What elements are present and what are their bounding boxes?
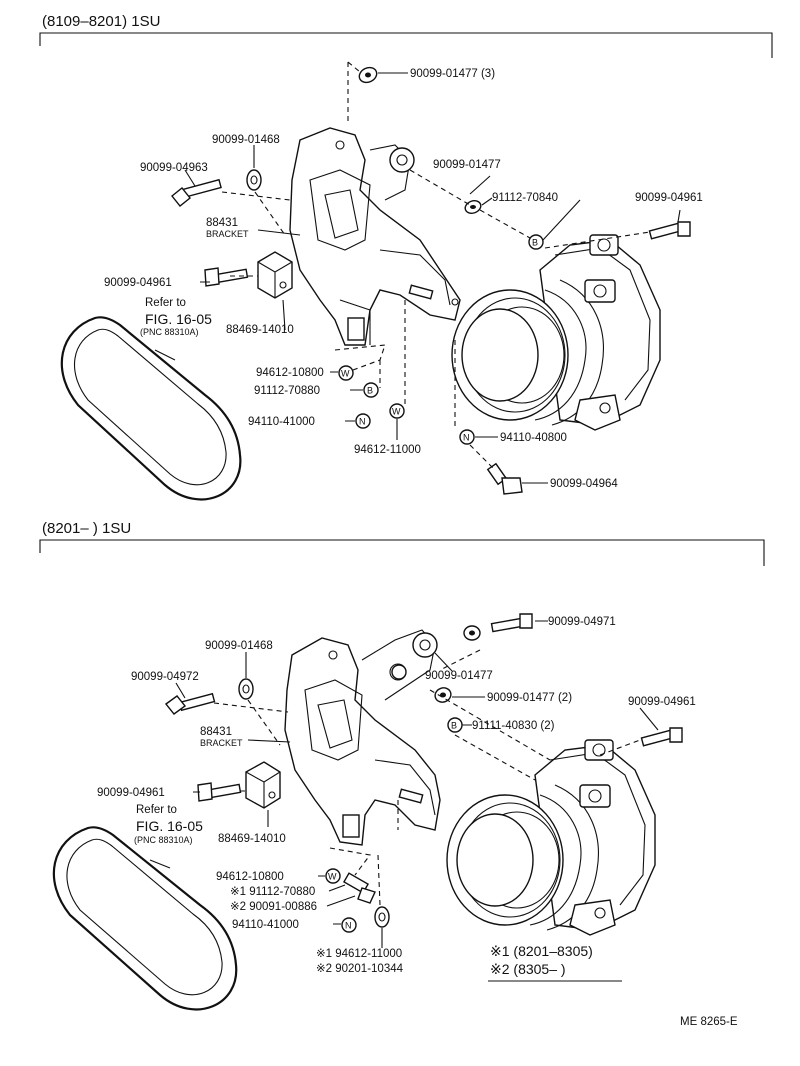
labels-1: 90099-01477 (3) 90099-01468 90099-04963 … bbox=[104, 68, 703, 490]
svg-text:94612-10800: 94612-10800 bbox=[216, 871, 284, 883]
svg-text:90099-01468: 90099-01468 bbox=[212, 134, 280, 146]
section-1-bracket-line bbox=[39, 32, 773, 58]
svg-text:90099-04961: 90099-04961 bbox=[97, 787, 165, 799]
v-belt-2 bbox=[52, 826, 238, 1011]
marker-n2-1: N bbox=[459, 429, 475, 445]
section-1-header: (8109–8201) 1SU bbox=[42, 13, 160, 30]
spacer-88469-2 bbox=[245, 761, 281, 809]
section-1: (8109–8201) 1SU bbox=[39, 13, 773, 501]
svg-text:88431: 88431 bbox=[206, 217, 238, 229]
leaders-1 bbox=[154, 72, 681, 484]
svg-text:※2 90201-10344: ※2 90201-10344 bbox=[316, 963, 404, 975]
bracket-88431-2 bbox=[284, 629, 441, 846]
section-2: (8201– ) 1SU bbox=[39, 520, 765, 1011]
svg-text:90099-04961: 90099-04961 bbox=[104, 277, 172, 289]
svg-text:91112-70880: 91112-70880 bbox=[254, 385, 320, 397]
washer-01468-2 bbox=[238, 678, 254, 700]
marker-b-upper-2: B bbox=[447, 717, 463, 733]
section-2-header: (8201– ) 1SU bbox=[42, 520, 131, 537]
svg-text:(PNC 88310A): (PNC 88310A) bbox=[140, 327, 199, 337]
marker-w2-1: W bbox=[389, 403, 405, 419]
svg-text:(PNC 88310A): (PNC 88310A) bbox=[134, 835, 193, 845]
svg-text:90099-01477: 90099-01477 bbox=[433, 159, 501, 171]
bolt-04961-left-2 bbox=[197, 782, 242, 802]
bolt-70880-2 bbox=[343, 872, 376, 904]
svg-text:N: N bbox=[345, 921, 352, 931]
washer-top-1 bbox=[358, 66, 378, 84]
svg-text:94612-11000: 94612-11000 bbox=[354, 444, 421, 456]
compressor-1 bbox=[451, 234, 661, 431]
svg-text:W: W bbox=[328, 872, 337, 882]
svg-text:94110-41000: 94110-41000 bbox=[232, 919, 299, 931]
svg-text:88469-14010: 88469-14010 bbox=[226, 324, 294, 336]
notes: ※1 (8201–8305) ※2 (8305– ) bbox=[488, 943, 622, 982]
svg-text:W: W bbox=[341, 369, 350, 379]
marker-n-2: N bbox=[341, 917, 357, 933]
bolt-04964-1 bbox=[486, 462, 523, 495]
svg-text:88469-14010: 88469-14010 bbox=[218, 833, 286, 845]
bracket-88431-1 bbox=[289, 127, 461, 346]
svg-text:90099-01477 (3): 90099-01477 (3) bbox=[410, 68, 495, 80]
leaders-2 bbox=[149, 620, 659, 948]
svg-text:FIG. 16-05: FIG. 16-05 bbox=[136, 818, 203, 834]
bolt-04961-right-1 bbox=[648, 221, 691, 240]
washer-01477-1 bbox=[464, 200, 482, 214]
v-belt-1 bbox=[60, 316, 242, 501]
section-2-bracket-line bbox=[39, 539, 765, 566]
washer-01468-1 bbox=[246, 169, 262, 191]
svg-text:B: B bbox=[532, 238, 538, 248]
svg-text:90099-01468: 90099-01468 bbox=[205, 640, 273, 652]
guides-1 bbox=[221, 61, 651, 471]
bolt-04972-2 bbox=[164, 692, 216, 715]
svg-text:N: N bbox=[463, 433, 470, 443]
svg-text:91112-70840: 91112-70840 bbox=[492, 192, 558, 204]
svg-text:90099-04961: 90099-04961 bbox=[635, 192, 703, 204]
svg-text:90099-04961: 90099-04961 bbox=[628, 696, 696, 708]
svg-text:90099-04963: 90099-04963 bbox=[140, 162, 208, 174]
guides-2 bbox=[213, 649, 641, 906]
washer-top-2 bbox=[463, 625, 481, 641]
marker-w-2: W bbox=[325, 868, 341, 884]
bolt-04961-left-1 bbox=[204, 267, 249, 287]
svg-text:FIG. 16-05: FIG. 16-05 bbox=[145, 311, 212, 327]
svg-text:N: N bbox=[359, 417, 366, 427]
svg-text:90099-01477: 90099-01477 bbox=[425, 670, 493, 682]
svg-text:88431: 88431 bbox=[200, 726, 232, 738]
note-1: ※1 (8201–8305) bbox=[490, 943, 593, 959]
svg-text:90099-04971: 90099-04971 bbox=[548, 616, 616, 628]
washer-11000-2 bbox=[374, 906, 390, 928]
compressor-2 bbox=[446, 739, 656, 936]
svg-text:BRACKET: BRACKET bbox=[206, 229, 249, 239]
figure-code: ME 8265-E bbox=[680, 1016, 738, 1028]
svg-text:W: W bbox=[392, 407, 401, 417]
svg-text:94110-40800: 94110-40800 bbox=[500, 432, 567, 444]
marker-n-1: N bbox=[355, 413, 371, 429]
marker-b-upper-1: B bbox=[528, 234, 544, 250]
svg-text:BRACKET: BRACKET bbox=[200, 738, 243, 748]
marker-w-1: W bbox=[338, 365, 354, 381]
note-2: ※2 (8305– ) bbox=[490, 961, 566, 977]
spacer-88469-1 bbox=[257, 251, 293, 299]
svg-text:90099-04972: 90099-04972 bbox=[131, 671, 199, 683]
svg-text:90099-04964: 90099-04964 bbox=[550, 478, 618, 490]
svg-text:94612-10800: 94612-10800 bbox=[256, 367, 324, 379]
svg-text:91111-40830 (2): 91111-40830 (2) bbox=[472, 720, 555, 732]
svg-text:Refer to: Refer to bbox=[145, 297, 186, 309]
marker-b-1: B bbox=[363, 382, 379, 398]
svg-text:94110-41000: 94110-41000 bbox=[248, 416, 315, 428]
washer-01477-2 bbox=[434, 687, 452, 703]
svg-text:B: B bbox=[367, 386, 373, 396]
bolt-04961-right-2 bbox=[640, 727, 683, 747]
svg-text:Refer to: Refer to bbox=[136, 804, 177, 816]
svg-text:B: B bbox=[451, 721, 457, 731]
bolt-04963-1 bbox=[171, 178, 222, 207]
svg-text:※1 91112-70880: ※1 91112-70880 bbox=[230, 886, 315, 898]
svg-text:※2 90091-00886: ※2 90091-00886 bbox=[230, 901, 317, 913]
svg-text:※1 94612-11000: ※1 94612-11000 bbox=[316, 948, 402, 960]
bolt-04971-2 bbox=[490, 613, 533, 633]
svg-text:90099-01477 (2): 90099-01477 (2) bbox=[487, 692, 572, 704]
labels-2: 90099-04971 90099-01468 90099-01477 9009… bbox=[97, 616, 696, 975]
marker-c-2 bbox=[391, 664, 407, 680]
